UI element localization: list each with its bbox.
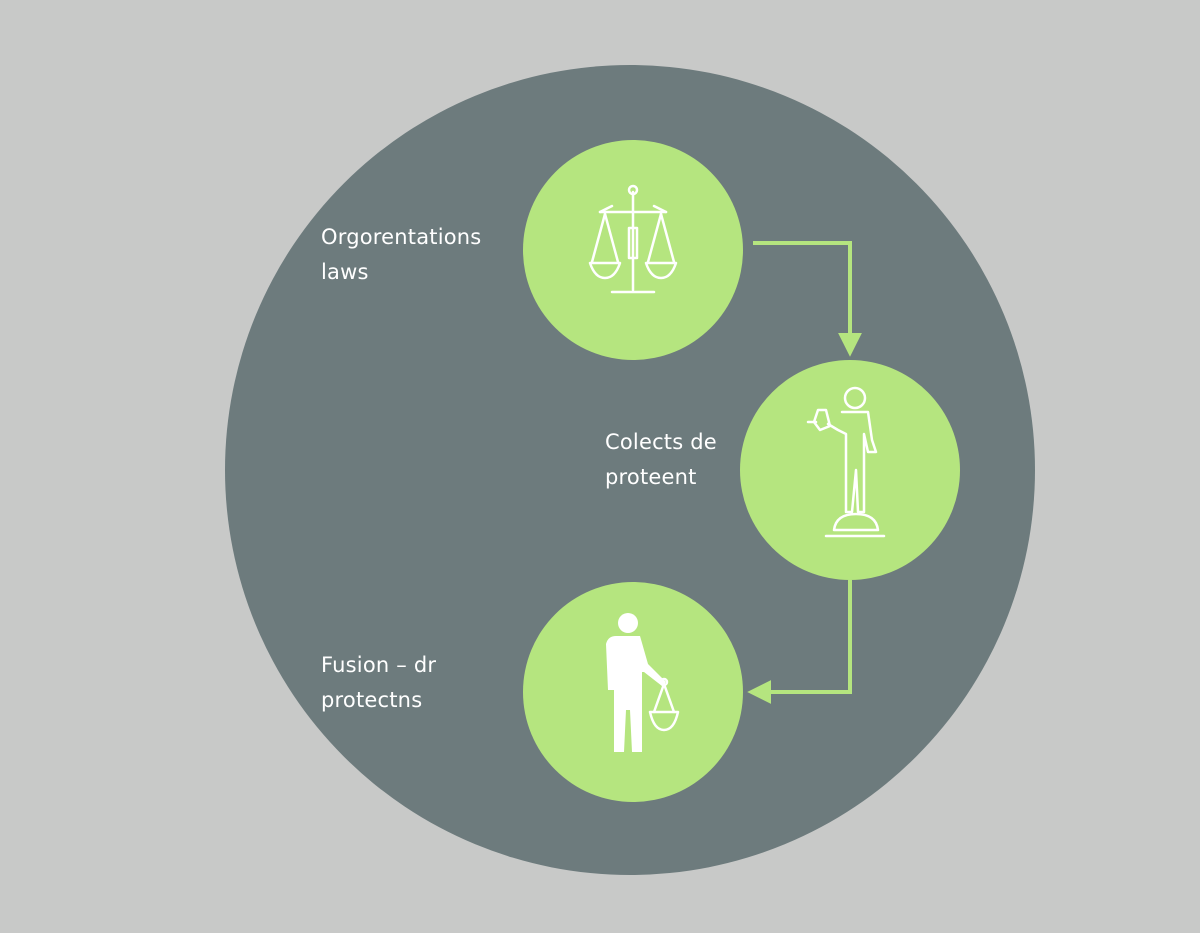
node-label-proteent: Colects de proteent (605, 425, 717, 495)
person-statue-icon (806, 386, 886, 538)
scales-of-justice-icon (588, 184, 678, 294)
person-holding-scale-icon (606, 613, 680, 752)
arrow-node1-to-node2 (753, 241, 862, 357)
label-line: proteent (605, 465, 697, 489)
arrow-node2-to-node3 (747, 580, 852, 704)
label-line: protectns (321, 688, 423, 712)
node-circle-proteent (740, 360, 960, 580)
node-label-protectns: Fusion – dr protectns (321, 648, 436, 718)
label-line: laws (321, 260, 369, 284)
label-line: Colects de (605, 430, 717, 454)
label-line: Orgorentations (321, 225, 482, 249)
node-label-laws: Orgorentations laws (321, 220, 481, 290)
label-line: Fusion – dr (321, 653, 437, 677)
big-circle-background (225, 65, 1035, 875)
